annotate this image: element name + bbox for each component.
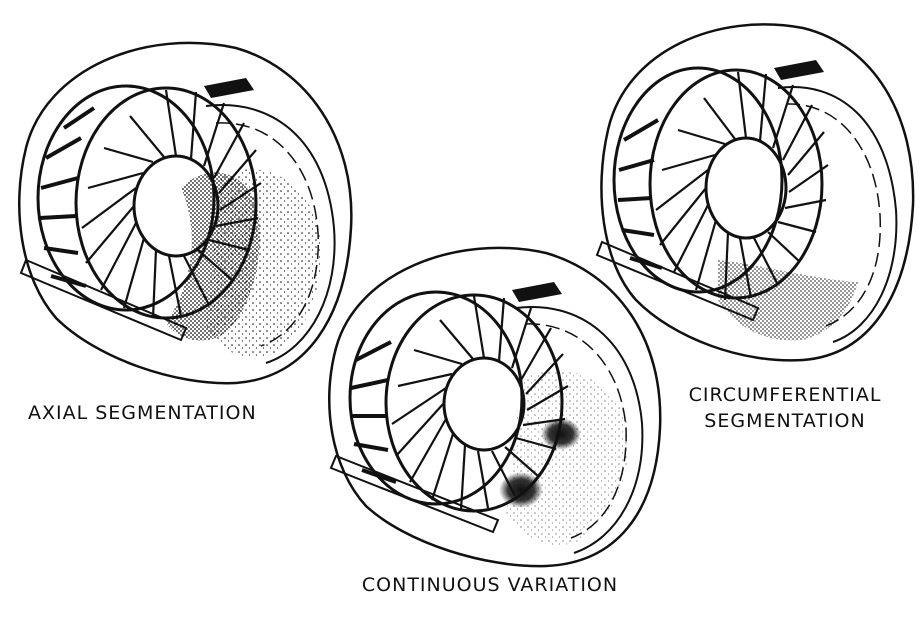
engine-nacelle-drawing-axial	[6, 28, 366, 388]
circumferential-segmentation-panel	[588, 10, 918, 370]
caption-circumferential-line1: CIRCUMFERENTIAL	[660, 382, 910, 408]
axial-segmentation-panel	[6, 28, 366, 388]
caption-axial-segmentation: AXIAL SEGMENTATION	[28, 400, 278, 426]
caption-continuous-variation: CONTINUOUS VARIATION	[330, 572, 650, 598]
engine-nacelle-drawing-circumferential	[588, 10, 918, 370]
caption-circumferential-segmentation: CIRCUMFERENTIAL SEGMENTATION	[660, 382, 910, 434]
caption-circumferential-line2: SEGMENTATION	[660, 408, 910, 434]
